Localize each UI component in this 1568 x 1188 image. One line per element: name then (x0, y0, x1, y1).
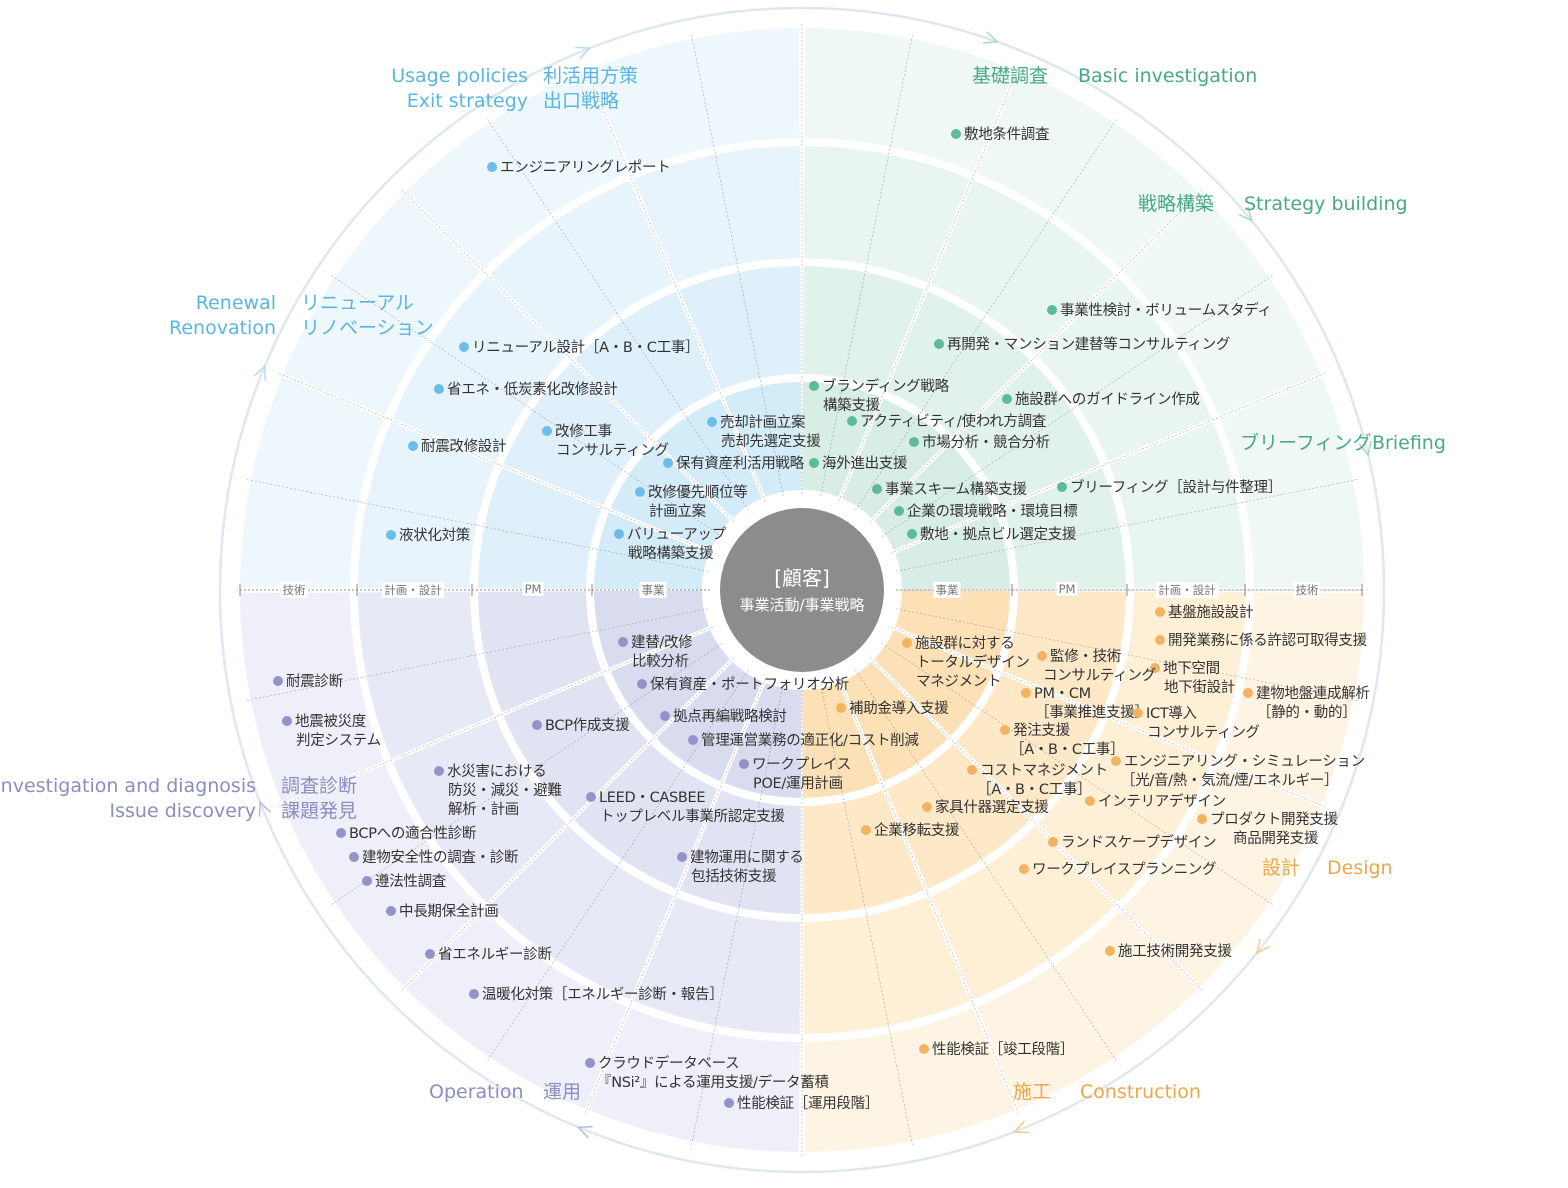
radial-dotted-line (584, 65, 766, 502)
ring-band-purple (240, 592, 800, 1152)
band-separator (973, 1006, 1019, 1110)
radial-dotted-line (277, 626, 714, 808)
radial-dotted-line (855, 669, 1118, 1063)
radial-dotted-line (244, 608, 708, 702)
flow-arrow-icon (258, 800, 272, 817)
flow-arrow-icon (1238, 206, 1253, 222)
radial-dotted-line (690, 684, 784, 1148)
ring-band-purple (358, 591, 801, 1034)
flow-arrow-icon (575, 46, 592, 60)
flow-arrow-icon (1255, 938, 1271, 955)
radial-dotted-line (890, 372, 1327, 554)
radial-dotted-line (869, 188, 1204, 523)
band-separator (403, 908, 484, 989)
radial-dotted-line (486, 117, 749, 511)
radial-dotted-line (896, 478, 1360, 572)
ring-band-green (803, 146, 1246, 589)
flow-arrow-icon (253, 364, 267, 381)
radial-dotted-line (890, 626, 1327, 808)
radial-dotted-line (855, 117, 1118, 511)
band-separator (1120, 191, 1201, 272)
radial-dotted-line (329, 274, 723, 537)
radial-dotted-line (838, 678, 1020, 1115)
radial-dotted-line (896, 608, 1360, 702)
flow-arrow-icon (576, 1125, 593, 1139)
ring-band-orange (804, 592, 1364, 1152)
radial-dotted-line (244, 478, 708, 572)
flow-arrow-icon (1358, 440, 1372, 457)
ring-band-blue (240, 28, 800, 588)
band-separator (1218, 373, 1322, 419)
radial-dotted-line (869, 657, 1204, 992)
radial-dotted-line (486, 669, 749, 1063)
band-separator (1218, 761, 1322, 807)
band-separator (282, 373, 386, 419)
band-separator (585, 70, 631, 174)
band-separator (282, 761, 386, 807)
band-separator (585, 1006, 631, 1110)
radial-dotted-line (584, 678, 766, 1115)
radial-dotted-line (820, 32, 914, 496)
radial-dotted-line (400, 188, 735, 523)
radial-dotted-line (400, 657, 735, 992)
ring-band-green (804, 28, 1364, 588)
band-separator (403, 191, 484, 272)
flow-arrow-icon (1012, 1120, 1029, 1134)
radial-dotted-line (881, 274, 1275, 537)
radial-dotted-line (838, 65, 1020, 502)
flow-arrow-icon (982, 31, 999, 44)
ring-band-blue (358, 146, 801, 589)
band-separator (1120, 908, 1201, 989)
ring-band-orange (803, 591, 1246, 1034)
radial-dotted-line (277, 372, 714, 554)
radial-dotted-line (881, 643, 1275, 906)
radial-dotted-line (329, 643, 723, 906)
band-separator (973, 70, 1019, 174)
center-disc (720, 508, 884, 672)
outer-ring (218, 6, 1386, 1174)
radial-dotted-line (820, 684, 914, 1148)
radial-dotted-line (690, 32, 784, 496)
